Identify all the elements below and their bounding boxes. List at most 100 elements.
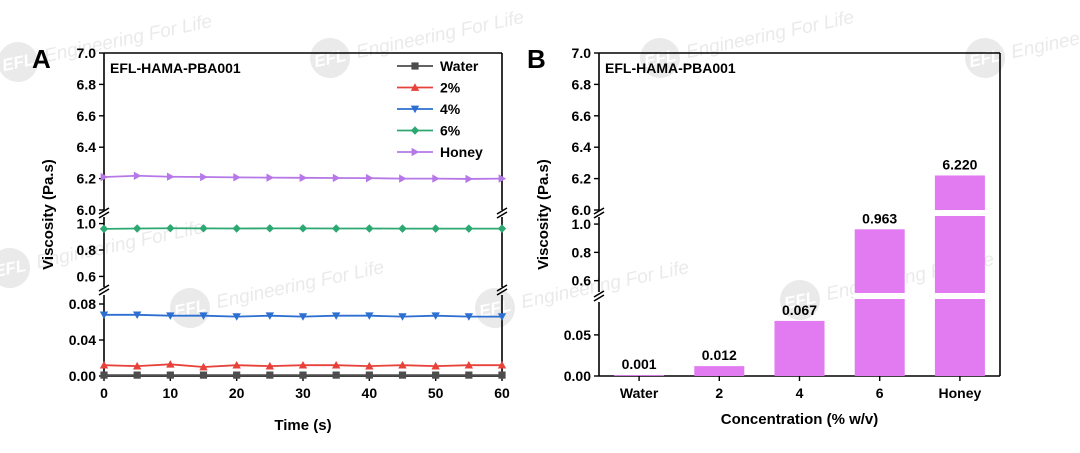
chart-a-x-tick-label: 20 xyxy=(229,385,245,401)
chart-b-x-tick-label: Honey xyxy=(939,385,982,401)
chart-a-data-point xyxy=(298,313,308,321)
chart-a-legend-entry: Honey xyxy=(397,144,483,160)
chart-a-y-tick-label: 6.4 xyxy=(77,139,97,155)
chart-a-series-honey xyxy=(100,171,507,184)
chart-a-data-point xyxy=(431,224,440,233)
chart-b-data-label: 6.220 xyxy=(942,156,977,172)
chart-a-data-point xyxy=(398,313,407,321)
chart-b-data-label: 0.963 xyxy=(862,210,897,226)
chart-b-y-tick-label: 0.6 xyxy=(572,273,592,289)
chart-a-y-tick-label: 0.00 xyxy=(69,368,96,384)
chart-a-data-point xyxy=(132,311,142,319)
chart-a-legend-marker xyxy=(410,83,420,91)
chart-b-x-tick-label: 2 xyxy=(715,385,723,401)
chart-b-data-label: 0.001 xyxy=(622,356,657,372)
chart-a-data-point xyxy=(199,362,208,371)
chart-a-axis-break-mark xyxy=(496,207,508,219)
chart-b-bar-break-gap xyxy=(933,293,986,299)
chart-a-legend: Water 2% 4% 6% Honey xyxy=(397,58,483,160)
chart-a-data-point xyxy=(199,371,208,379)
chart-a-data-point xyxy=(365,312,374,320)
chart-a-x-tick-label: 40 xyxy=(362,385,378,401)
chart-b-bar-6 xyxy=(853,229,906,376)
chart-a-legend-entry: 2% xyxy=(397,80,461,96)
chart-a-legend-label: 2% xyxy=(440,80,461,96)
chart-b-y-tick-label: 6.4 xyxy=(572,139,592,155)
chart-a-y-tick-label: 0.08 xyxy=(69,296,96,312)
chart-b-y-tick-label: 6.0 xyxy=(572,202,592,218)
chart-a-data-point xyxy=(464,361,474,369)
chart-b-bar xyxy=(854,229,905,376)
chart-a-data-point xyxy=(497,313,507,321)
chart-a-data-point xyxy=(299,173,308,183)
chart-a-y-tick-label: 6.2 xyxy=(77,171,97,187)
chart-a-legend-label: 4% xyxy=(440,101,461,117)
chart-a-axis-break-mark xyxy=(98,207,110,219)
watermark-text: Engineering For Life xyxy=(1009,7,1080,63)
chart-a-data-point xyxy=(398,371,407,379)
chart-a-data-point xyxy=(132,361,142,370)
chart-b-bar-break-gap xyxy=(933,210,986,216)
chart-a-data-point xyxy=(132,224,142,233)
watermark-logo-icon xyxy=(475,288,515,328)
chart-a-data-point xyxy=(100,371,108,379)
watermark-text: Engineering For Life xyxy=(354,7,526,63)
chart-a-data-point xyxy=(166,371,174,379)
chart-a-axis-break-mark xyxy=(496,284,508,296)
chart-a-data-point xyxy=(465,371,473,379)
chart-a-data-point xyxy=(464,313,474,321)
chart-a-data-point xyxy=(232,313,241,321)
chart-a-data-point xyxy=(166,360,175,368)
chart-b-bar-water xyxy=(614,375,665,376)
chart-a-data-point xyxy=(332,173,341,183)
chart-b-bar-2 xyxy=(694,366,745,376)
chart-a-data-point xyxy=(464,224,474,233)
watermark-text: Engineering For Life xyxy=(42,11,214,67)
chart-a-legend-label: Honey xyxy=(440,144,483,160)
chart-a-data-point xyxy=(331,224,341,233)
chart-a-data-point xyxy=(166,312,175,320)
chart-a-data-point xyxy=(365,361,374,370)
chart-a-y-tick-label: 0.04 xyxy=(69,332,96,348)
chart-a-series-2 xyxy=(99,360,507,371)
chart-a-data-point xyxy=(100,172,109,182)
chart-a-data-point xyxy=(298,361,308,369)
chart-a-inner-title: EFL-HAMA-PBA001 xyxy=(110,60,241,76)
chart-b-inner-title: EFL-HAMA-PBA001 xyxy=(605,60,736,76)
watermark-logo-icon xyxy=(640,38,680,78)
chart-a-data-point xyxy=(299,371,307,379)
chart-b-bar-break-gap xyxy=(853,293,906,299)
chart-a-legend-entry: 6% xyxy=(397,123,461,139)
chart-a-data-point xyxy=(166,224,175,233)
chart-b-y-tick-label: 7.0 xyxy=(572,45,592,61)
chart-a-data-point xyxy=(431,361,440,370)
chart-a-data-point xyxy=(99,224,109,234)
chart-a-y-tick-label: 1.0 xyxy=(77,216,97,232)
chart-a-data-point xyxy=(99,361,109,369)
chart-a-data-point xyxy=(233,173,241,182)
chart-b-bar xyxy=(774,320,825,376)
watermark-logo-icon xyxy=(780,280,820,320)
chart-a-legend-entry: Water xyxy=(397,58,479,74)
chart-a-data-point xyxy=(365,224,374,233)
chart-a-x-tick-label: 60 xyxy=(494,385,510,401)
chart-a-data-point xyxy=(497,361,507,369)
chart-b-y-tick-label: 0.8 xyxy=(572,244,592,260)
chart-b-bar xyxy=(694,366,745,376)
chart-a-x-tick-label: 30 xyxy=(295,385,311,401)
chart-b-axis-break-mark xyxy=(593,290,605,302)
chart-a-data-point xyxy=(199,224,208,233)
chart-b-y-tick-label: 0.00 xyxy=(564,368,591,384)
chart-b-y-axis-label: Viscosity (Pa.s) xyxy=(535,159,552,270)
chart-a-data-point xyxy=(233,371,241,379)
chart-a-y-axis-label: Viscosity (Pa.s) xyxy=(40,159,57,270)
chart-a-legend-marker xyxy=(411,147,420,157)
chart-a-x-tick-label: 0 xyxy=(100,385,108,401)
chart-b-panel-label: B xyxy=(527,44,546,74)
chart-a-data-point xyxy=(133,171,142,180)
chart-b-y-tick-label: 0.05 xyxy=(564,327,591,343)
chart-b-y-tick-label: 6.2 xyxy=(572,171,592,187)
chart-a-y-tick-label: 6.0 xyxy=(77,202,97,218)
